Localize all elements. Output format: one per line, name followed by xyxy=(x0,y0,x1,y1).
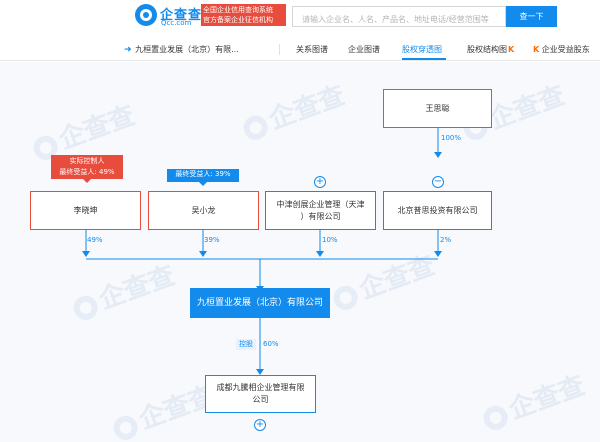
percent-label: 60% xyxy=(263,340,279,348)
top-header: 企查查 Qcc.com 全国企业信用查询系统 官方备案企业征信机构 查一下 xyxy=(0,0,600,31)
tab-enterprise-graph[interactable]: 企业图谱 xyxy=(348,45,380,54)
vip-badge-icon: K xyxy=(508,45,515,54)
search-button[interactable]: 查一下 xyxy=(506,6,557,27)
logo-domain: Qcc.com xyxy=(161,19,192,27)
tab-beneficial-owner-label: 企业受益股东 xyxy=(541,45,590,54)
expand-toggle-icon[interactable]: + xyxy=(254,419,266,431)
shareholder-node-pusi-investment[interactable]: 北京普思投资有限公司 xyxy=(383,191,492,230)
slogan-line1: 全国企业信用查询系统 xyxy=(203,6,273,14)
node-label-line1: 成都九騰相企业管理有限 xyxy=(216,383,305,392)
expand-toggle-icon[interactable]: + xyxy=(314,176,326,188)
node-label-line2: 公司 xyxy=(252,395,269,404)
slogan-line2: 官方备案企业征信机构 xyxy=(203,16,273,24)
tab-relationship-graph[interactable]: 关系图谱 xyxy=(296,45,328,54)
shareholder-node-zhongjin[interactable]: 中津创展企业管理（天津 ）有限公司 xyxy=(265,191,376,230)
tag-line1: 实际控制人 xyxy=(69,157,105,165)
graph-nav: ➜ 九桓置业发展（北京）有限... 关系图谱 企业图谱 股权穿透图 股权结构图K… xyxy=(0,34,600,61)
percent-label: 39% xyxy=(204,236,220,244)
actual-controller-tag: 实际控制人 最终受益人: 49% xyxy=(51,155,123,183)
tab-equity-penetration[interactable]: 股权穿透图 xyxy=(402,45,442,54)
equity-graph-canvas[interactable]: 企查查 企查查 企查查 企查查 企查查 企查查 企查查 王思聪 100% − xyxy=(0,62,600,442)
tab-equity-structure[interactable]: 股权结构图K xyxy=(467,44,514,55)
main-company-node[interactable]: 九桓置业发展（北京）有限公司 xyxy=(190,288,330,318)
collapse-toggle-icon[interactable]: − xyxy=(432,176,444,188)
percent-label: 100% xyxy=(441,134,462,142)
percent-label: 10% xyxy=(322,236,338,244)
subsidiary-node-chengdu[interactable]: 成都九騰相企业管理有限 公司 xyxy=(205,375,316,413)
search-box xyxy=(292,6,506,29)
node-label-line1: 中津创展企业管理（天津 xyxy=(276,199,365,209)
percent-label: 2% xyxy=(440,236,452,244)
qcc-logo[interactable]: 企查查 Qcc.com xyxy=(135,4,201,28)
beneficial-owner-tag: 最终受益人: 39% xyxy=(167,169,239,186)
logo-text: 企查查 xyxy=(160,8,203,23)
tab-equity-structure-label: 股权结构图 xyxy=(467,45,507,54)
holding-badge: 控股 xyxy=(236,339,256,350)
node-label-line2: ）有限公司 xyxy=(300,211,341,221)
nav-divider xyxy=(279,44,280,55)
company-link-label: 九桓置业发展（北京）有限... xyxy=(135,45,239,54)
vip-badge-icon: K xyxy=(533,45,540,54)
percent-label: 49% xyxy=(87,236,103,244)
tab-beneficial-owner[interactable]: K 企业受益股东 xyxy=(532,44,590,55)
back-arrow-icon: ➜ xyxy=(124,45,132,55)
active-tab-indicator xyxy=(402,58,446,60)
company-back-link[interactable]: ➜ 九桓置业发展（北京）有限... xyxy=(124,44,239,55)
shareholder-node-wang-sicong[interactable]: 王思聪 xyxy=(383,89,492,128)
connector-lines xyxy=(82,127,442,375)
tag-line2: 最终受益人: 49% xyxy=(59,168,115,176)
logo-icon xyxy=(135,4,157,26)
search-input[interactable] xyxy=(293,10,505,29)
slogan-badge: 全国企业信用查询系统 官方备案企业征信机构 xyxy=(201,4,286,26)
shareholder-node-li-xiaokun[interactable]: 李晓坤 xyxy=(30,191,141,230)
shareholder-node-wu-xiaolong[interactable]: 吴小龙 xyxy=(148,191,259,230)
